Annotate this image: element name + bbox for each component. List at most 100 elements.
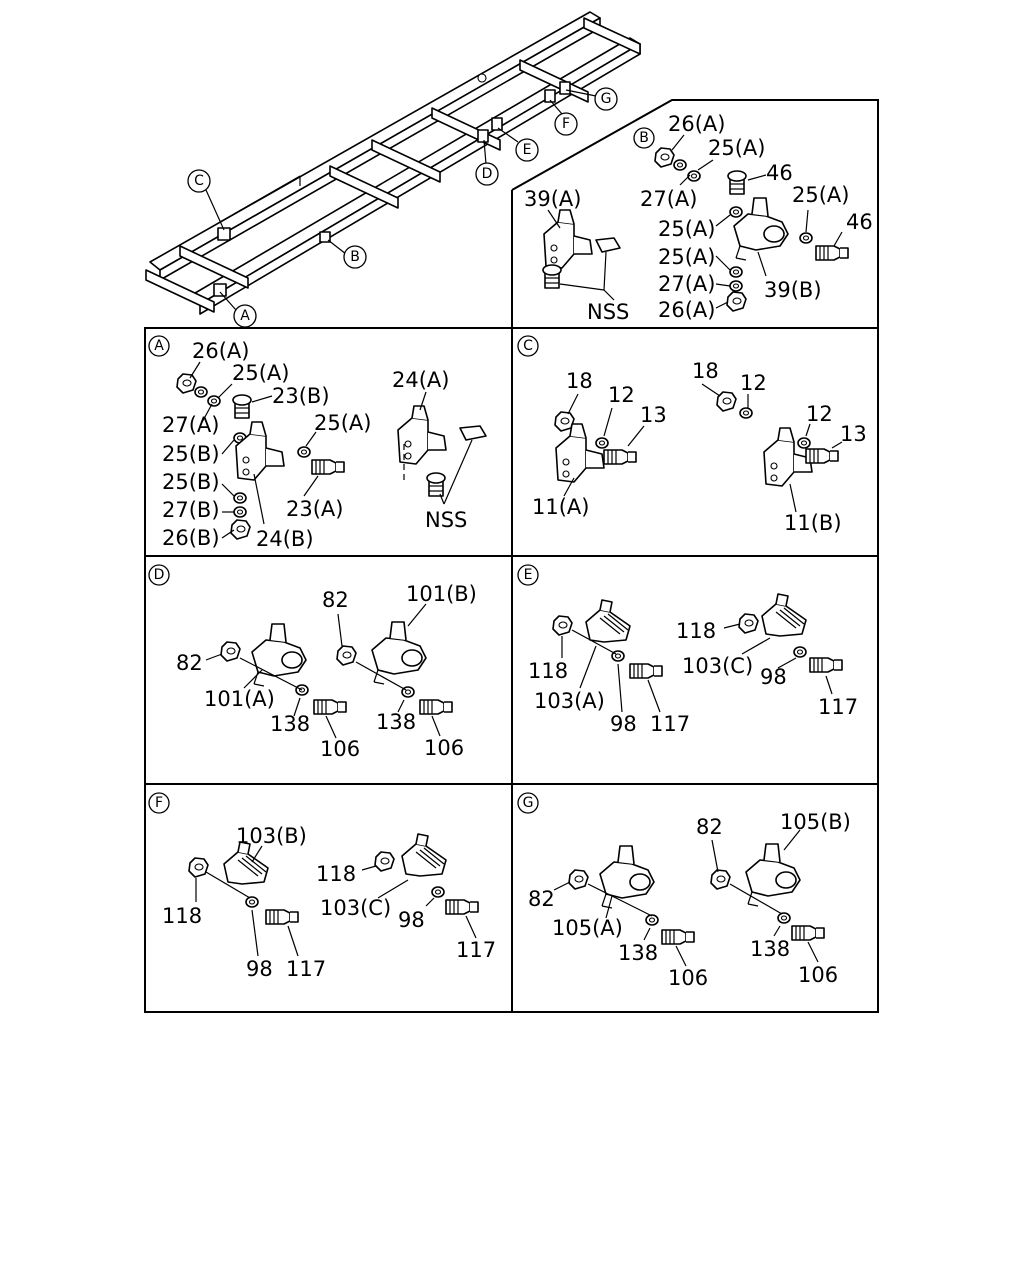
label-103a: 103(A): [534, 689, 605, 713]
label-25a-top: 25(A): [708, 136, 765, 160]
panel-b-marker: B: [639, 130, 649, 146]
view-callout-e: E: [523, 142, 532, 158]
label-26a: 26(A): [192, 339, 249, 363]
label-13-r: 13: [840, 422, 867, 446]
label-118-l: 118: [162, 904, 202, 928]
panel-g: G 82 105(A) 138 106 82 105(B) 138 106: [517, 792, 851, 990]
label-118-l: 118: [528, 659, 568, 683]
label-12-l: 12: [608, 383, 635, 407]
label-25a-low: 25(A): [658, 245, 715, 269]
label-11a: 11(A): [532, 495, 589, 519]
label-27b: 27(B): [162, 498, 220, 522]
panel-c-marker: C: [523, 338, 533, 354]
label-27a-top: 27(A): [640, 187, 697, 211]
label-98-r: 98: [398, 908, 425, 932]
label-101b: 101(B): [406, 582, 477, 606]
label-105a: 105(A): [552, 916, 623, 940]
label-46-side: 46: [846, 210, 873, 234]
panel-b-bracket-left: [543, 209, 593, 269]
label-nss-a: NSS: [425, 508, 467, 532]
panel-frames: [144, 99, 879, 1013]
label-138-r: 138: [750, 937, 790, 961]
label-118-r: 118: [676, 619, 716, 643]
panel-e-bracket-l: [585, 599, 631, 643]
view-callout-a: A: [240, 308, 250, 324]
label-39b: 39(B): [764, 278, 822, 302]
label-25a-side: 25(A): [314, 411, 371, 435]
label-13-l: 13: [640, 403, 667, 427]
label-82-r: 82: [696, 815, 723, 839]
label-27a: 27(A): [162, 413, 219, 437]
panel-f-bracket-r: [401, 833, 447, 877]
label-118-r: 118: [316, 862, 356, 886]
panel-g-bracket-r: [745, 843, 801, 907]
view-callout-b: B: [350, 249, 360, 265]
panel-a-bracket-a: [397, 405, 447, 465]
label-103b: 103(B): [236, 824, 307, 848]
label-26a-low: 26(A): [658, 298, 715, 322]
label-25a-top: 25(A): [232, 361, 289, 385]
panel-g-marker: G: [523, 795, 534, 811]
chassis-frame-view: A B C D E F G: [145, 11, 641, 328]
panel-a-marker: A: [154, 338, 164, 354]
label-82-r: 82: [322, 588, 349, 612]
panel-d-marker: D: [154, 567, 165, 583]
panel-c: C 18 12 13 11(A) 18 12 12 13 11(B): [517, 335, 867, 535]
label-25b-2: 25(B): [162, 470, 220, 494]
label-12-r-top: 12: [740, 371, 767, 395]
label-98-l: 98: [246, 957, 273, 981]
label-117-l: 117: [286, 957, 326, 981]
panel-f-bracket-l: [223, 841, 269, 885]
label-117-l: 117: [650, 712, 690, 736]
panel-c-bracket-l: [555, 423, 605, 483]
label-103c-e: 103(C): [682, 654, 753, 678]
panel-e-bracket-r: [761, 593, 807, 637]
label-98-l: 98: [610, 712, 637, 736]
view-callout-d: D: [482, 166, 493, 182]
label-138-l: 138: [618, 941, 658, 965]
label-25a-side: 25(A): [792, 183, 849, 207]
label-24b: 24(B): [256, 527, 314, 551]
label-12-r: 12: [806, 402, 833, 426]
panel-d-bracket-l: [251, 623, 307, 687]
label-117-r: 117: [456, 938, 496, 962]
label-106-r: 106: [424, 736, 464, 760]
label-101a: 101(A): [204, 687, 275, 711]
label-106-l: 106: [320, 737, 360, 761]
view-callout-f: F: [562, 116, 570, 132]
panel-e-marker: E: [524, 567, 533, 583]
label-98-r: 98: [760, 665, 787, 689]
label-18-l: 18: [566, 369, 593, 393]
panel-e: E 118 103(A) 98 117 118 103(C) 98 117: [517, 564, 858, 736]
label-46-top: 46: [766, 161, 793, 185]
panel-g-bracket-l: [599, 845, 655, 909]
panel-d: D 82 101(A) 138 106 82 101(B) 138 106: [148, 564, 477, 761]
panel-a-bracket-b: [235, 421, 285, 481]
panel-b-bracket-right: [733, 197, 789, 261]
panel-b-pin: [595, 237, 621, 253]
label-nss-b: NSS: [587, 300, 629, 324]
label-25a-mid: 25(A): [658, 217, 715, 241]
view-callout-c: C: [194, 173, 204, 189]
panel-b: B 39(A) NSS 26(A) 25(A) 27(A) 4: [524, 112, 873, 324]
label-106-r: 106: [798, 963, 838, 987]
label-24a: 24(A): [392, 368, 449, 392]
label-26b: 26(B): [162, 526, 220, 550]
label-105b: 105(B): [780, 810, 851, 834]
label-25b-1: 25(B): [162, 442, 220, 466]
view-callout-g: G: [601, 91, 612, 107]
label-82-l: 82: [176, 651, 203, 675]
panel-f-marker: F: [155, 795, 163, 811]
label-23a: 23(A): [286, 497, 343, 521]
label-18-r: 18: [692, 359, 719, 383]
label-138-r: 138: [376, 710, 416, 734]
label-23b: 23(B): [272, 384, 330, 408]
label-82-l: 82: [528, 887, 555, 911]
label-103c-f: 103(C): [320, 896, 391, 920]
label-39a: 39(A): [524, 187, 581, 211]
label-26a-top: 26(A): [668, 112, 725, 136]
label-27a-low: 27(A): [658, 272, 715, 296]
label-117-r: 117: [818, 695, 858, 719]
panel-d-bracket-r: [371, 621, 427, 685]
